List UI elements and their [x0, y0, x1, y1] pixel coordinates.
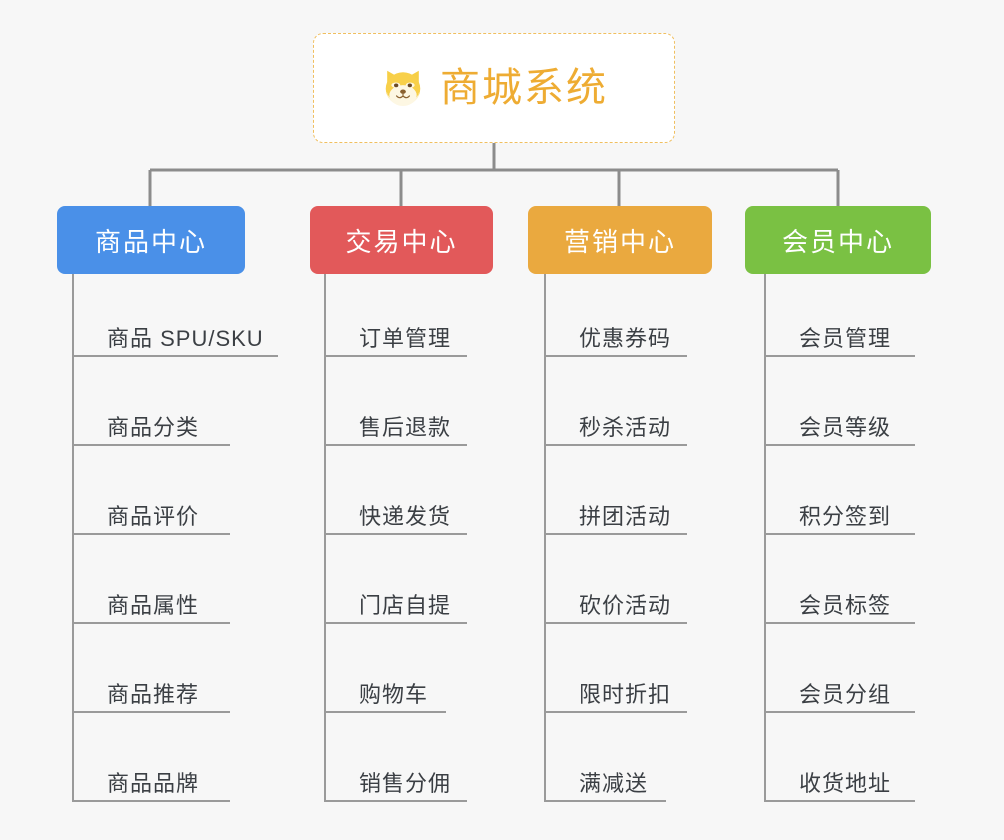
leaf-item[interactable]: 会员分组	[765, 624, 915, 713]
category-header-1[interactable]: 商品中心	[57, 206, 245, 274]
leaf-item[interactable]: 商品推荐	[73, 624, 230, 713]
leaf-label: 收货地址	[799, 770, 892, 796]
category-header-label-1: 商品中心	[94, 226, 207, 257]
leaf-label: 售后退款	[359, 414, 452, 440]
category-header-label-3: 营销中心	[563, 226, 676, 257]
leaf-item[interactable]: 优惠券码	[545, 268, 687, 357]
leaf-item[interactable]: 销售分佣	[325, 713, 467, 802]
leaf-label: 会员标签	[799, 592, 892, 618]
leaf-label: 限时折扣	[579, 681, 672, 707]
leaf-label: 砍价活动	[579, 592, 672, 618]
leaf-label: 购物车	[359, 681, 429, 707]
leaf-label: 商品品牌	[107, 770, 200, 796]
leaf-item[interactable]: 商品品牌	[73, 713, 230, 802]
leaf-label: 会员分组	[799, 681, 892, 707]
leaf-label: 商品 SPU/SKU	[107, 325, 264, 351]
leaf-label: 快递发货	[359, 503, 452, 529]
leaf-label: 会员等级	[799, 414, 892, 440]
shiba-dog-face-icon	[385, 70, 421, 106]
leaf-item[interactable]: 售后退款	[325, 357, 467, 446]
leaf-label: 门店自提	[359, 592, 452, 618]
leaf-item[interactable]: 拼团活动	[545, 446, 687, 535]
leaf-item[interactable]: 商品属性	[73, 535, 230, 624]
leaf-item[interactable]: 秒杀活动	[545, 357, 687, 446]
leaf-item[interactable]: 会员标签	[765, 535, 915, 624]
leaf-label: 商品评价	[107, 503, 200, 529]
leaf-item[interactable]: 会员等级	[765, 357, 915, 446]
leaf-item[interactable]: 砍价活动	[545, 535, 687, 624]
leaf-label: 订单管理	[359, 325, 452, 351]
root-node[interactable]: 商城系统	[313, 33, 675, 143]
leaf-item[interactable]: 积分签到	[765, 446, 915, 535]
leaf-item[interactable]: 订单管理	[325, 268, 467, 357]
root-title: 商城系统	[440, 66, 608, 110]
category-header-label-2: 交易中心	[345, 226, 458, 257]
leaf-label: 商品属性	[107, 592, 200, 618]
leaf-label: 商品分类	[107, 414, 200, 440]
leaf-item[interactable]: 购物车	[325, 624, 446, 713]
leaf-item[interactable]: 商品评价	[73, 446, 230, 535]
leaf-label: 满减送	[579, 770, 649, 796]
category-header-4[interactable]: 会员中心	[745, 206, 931, 274]
leaf-label: 商品推荐	[107, 681, 200, 707]
leaf-label: 秒杀活动	[579, 414, 672, 440]
leaf-label: 销售分佣	[359, 770, 452, 796]
category-header-3[interactable]: 营销中心	[528, 206, 712, 274]
category-header-2[interactable]: 交易中心	[310, 206, 493, 274]
leaf-label: 积分签到	[799, 503, 892, 529]
leaf-item[interactable]: 快递发货	[325, 446, 467, 535]
leaf-item[interactable]: 商品 SPU/SKU	[73, 268, 278, 357]
leaf-item[interactable]: 限时折扣	[545, 624, 687, 713]
leaf-label: 拼团活动	[579, 503, 672, 529]
leaf-label: 会员管理	[799, 325, 892, 351]
leaf-item[interactable]: 商品分类	[73, 357, 230, 446]
leaf-item[interactable]: 收货地址	[765, 713, 915, 802]
leaf-label: 优惠券码	[579, 325, 672, 351]
category-header-label-4: 会员中心	[781, 226, 894, 257]
leaf-item[interactable]: 会员管理	[765, 268, 915, 357]
leaf-item[interactable]: 满减送	[545, 713, 666, 802]
leaf-item[interactable]: 门店自提	[325, 535, 467, 624]
